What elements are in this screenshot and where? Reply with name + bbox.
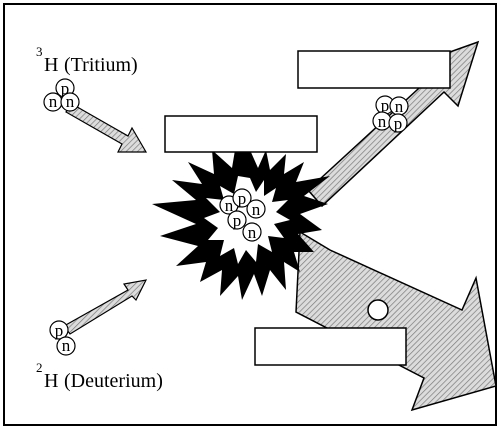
tritium-mass-number: 3 <box>36 44 43 59</box>
deuterium-name: (Deuterium) <box>64 370 163 392</box>
fusing-neutron-1: n <box>225 196 234 215</box>
helium-proton-2: p <box>394 114 403 133</box>
tritium-neutron-1: n <box>49 92 58 111</box>
tritium-name: (Tritium) <box>64 54 138 76</box>
emitted-neutron-particle <box>367 299 389 321</box>
tritium-arrow <box>65 103 148 153</box>
tritium-proton: p <box>61 79 70 98</box>
deuterium-proton: p <box>55 321 64 340</box>
deuterium-neutron: n <box>62 336 71 355</box>
fusing-neutron-2: n <box>252 200 261 219</box>
helium-proton-1: p <box>381 96 390 115</box>
tritium-symbol: H <box>44 54 58 76</box>
label-box-bottom-right[interactable] <box>254 327 407 366</box>
fusing-nucleus: n p n p n <box>219 188 266 242</box>
deuterium-arrow <box>63 279 148 335</box>
deuterium-nucleus: p n <box>49 320 76 356</box>
helium-neutron-2: n <box>378 112 387 131</box>
tritium-neutron-2: n <box>66 92 75 111</box>
label-box-center[interactable] <box>164 115 318 153</box>
label-box-top-right[interactable] <box>297 50 451 89</box>
deuterium-symbol: H <box>44 370 58 392</box>
fusing-proton-2: p <box>233 211 242 230</box>
fusing-proton-1: p <box>238 189 247 208</box>
tritium-nucleus: p n n <box>43 78 80 112</box>
helium-neutron-1: n <box>395 97 404 116</box>
helium-nucleus: p n n p <box>372 95 409 133</box>
deuterium-mass-number: 2 <box>36 360 43 375</box>
fusing-neutron-3: n <box>248 223 257 242</box>
